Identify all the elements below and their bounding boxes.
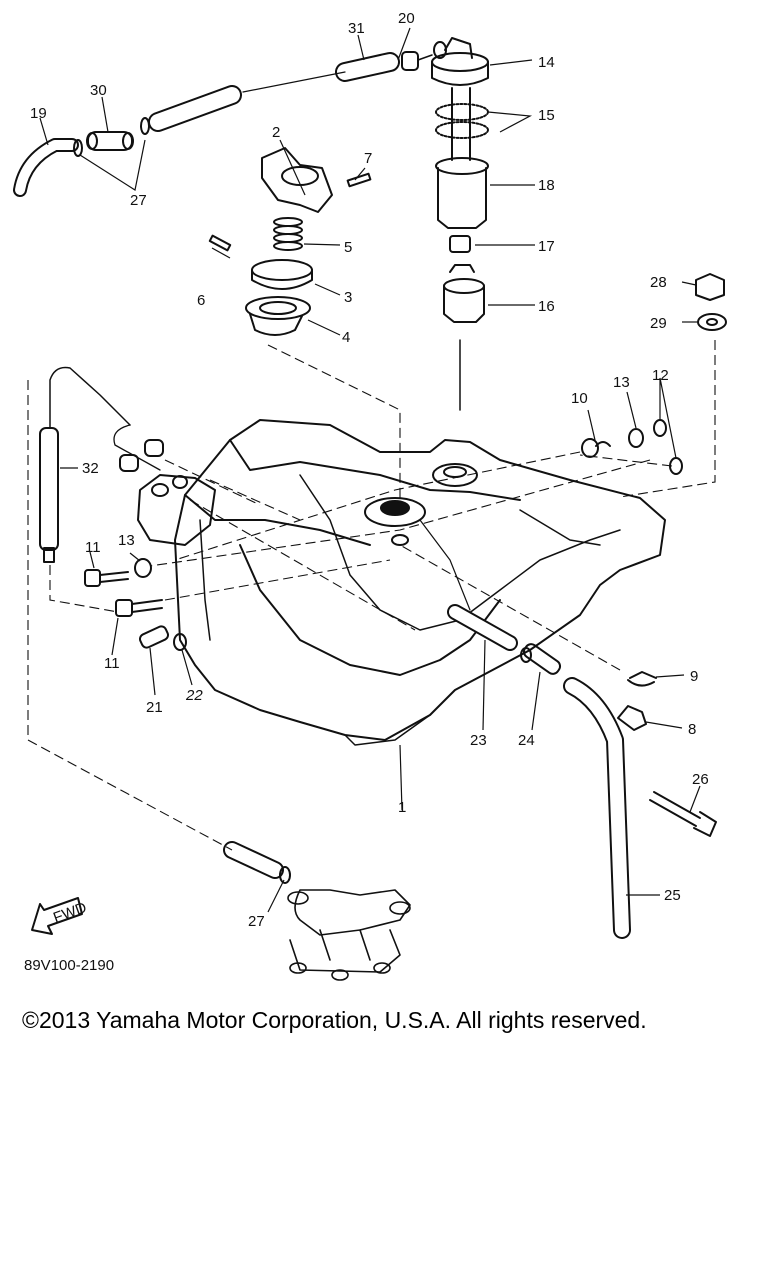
fwd-arrow-icon xyxy=(31,897,83,935)
parts-diagram: 1 2 3 4 5 6 7 8 9 10 11 11 12 13 13 14 1… xyxy=(13,10,727,981)
nut-28 xyxy=(695,273,725,301)
label-27-bottom: 27 xyxy=(248,913,265,930)
label-13-right: 13 xyxy=(613,374,630,391)
filler-cap-2 xyxy=(261,147,333,213)
label-30: 30 xyxy=(90,82,107,99)
clamp-27-a xyxy=(73,139,83,157)
drawing-code: 89V100-2190 xyxy=(24,957,114,974)
label-7: 7 xyxy=(364,150,372,167)
label-24: 24 xyxy=(518,732,535,749)
joint-30 xyxy=(86,131,134,151)
copyright-notice: ©2013 Yamaha Motor Corporation, U.S.A. A… xyxy=(22,1007,647,1033)
filler-spring-5 xyxy=(273,217,303,251)
clamp-22 xyxy=(173,633,187,651)
hose-19 xyxy=(13,138,79,197)
label-5: 5 xyxy=(344,239,352,256)
label-9: 9 xyxy=(690,668,698,685)
gaskets-15 xyxy=(435,103,489,139)
washer-29 xyxy=(697,313,727,331)
hose-21 xyxy=(138,625,170,649)
filler-ring-3 xyxy=(251,259,313,290)
bolt-26 xyxy=(649,791,717,837)
label-22: 22 xyxy=(185,687,203,704)
label-4: 4 xyxy=(342,329,350,346)
clip-17 xyxy=(449,235,471,253)
label-28: 28 xyxy=(650,274,667,291)
label-12: 12 xyxy=(652,367,669,384)
clamp-27-c xyxy=(279,866,291,884)
bolt-10 xyxy=(581,438,611,458)
hose-long xyxy=(148,85,242,132)
hose-31 xyxy=(335,52,400,82)
carburetor xyxy=(287,889,411,981)
bolt-11-a xyxy=(84,569,129,587)
label-15: 15 xyxy=(538,107,555,124)
label-13-left: 13 xyxy=(118,532,135,549)
part-labels: 1 2 3 4 5 6 7 8 9 10 11 11 12 13 13 14 1… xyxy=(24,10,709,974)
sender-cap-14 xyxy=(431,37,489,86)
label-17: 17 xyxy=(538,238,555,255)
label-27-top: 27 xyxy=(130,192,147,209)
washer-12-a xyxy=(653,419,667,437)
label-18: 18 xyxy=(538,177,555,194)
label-11-a: 11 xyxy=(85,539,101,556)
clamp-27-b xyxy=(140,117,150,135)
clamp-20 xyxy=(401,41,447,71)
label-11-b: 11 xyxy=(104,655,120,672)
label-10: 10 xyxy=(571,390,588,407)
pin-6 xyxy=(208,234,232,252)
grommets xyxy=(119,439,164,472)
hose-23 xyxy=(447,604,518,651)
sender-body-18 xyxy=(435,157,489,229)
label-8: 8 xyxy=(688,721,696,738)
label-32: 32 xyxy=(82,460,99,477)
label-21: 21 xyxy=(146,699,163,716)
label-26: 26 xyxy=(692,771,709,788)
label-3: 3 xyxy=(344,289,352,306)
label-25: 25 xyxy=(664,887,681,904)
label-2: 2 xyxy=(272,124,280,141)
hose-32 xyxy=(39,427,59,563)
label-19: 19 xyxy=(30,105,47,122)
label-31: 31 xyxy=(348,20,365,37)
label-23: 23 xyxy=(470,732,487,749)
collar-13-left xyxy=(134,558,152,578)
filler-neck-4 xyxy=(245,296,311,336)
float-16 xyxy=(443,264,485,323)
hose-25 xyxy=(563,677,631,939)
fuel-tank xyxy=(137,419,666,746)
label-16: 16 xyxy=(538,298,555,315)
fitting-9 xyxy=(627,671,657,687)
hose-27-lower xyxy=(223,841,284,879)
fwd-label: FWD xyxy=(51,899,89,927)
label-1: 1 xyxy=(398,799,406,816)
fitting-8 xyxy=(617,705,647,731)
bolt-11-b xyxy=(115,599,163,617)
label-14: 14 xyxy=(538,54,555,71)
label-6: 6 xyxy=(197,292,205,309)
joint-24 xyxy=(520,643,562,675)
collar-13-right xyxy=(628,428,644,448)
label-29: 29 xyxy=(650,315,667,332)
label-20: 20 xyxy=(398,10,415,27)
